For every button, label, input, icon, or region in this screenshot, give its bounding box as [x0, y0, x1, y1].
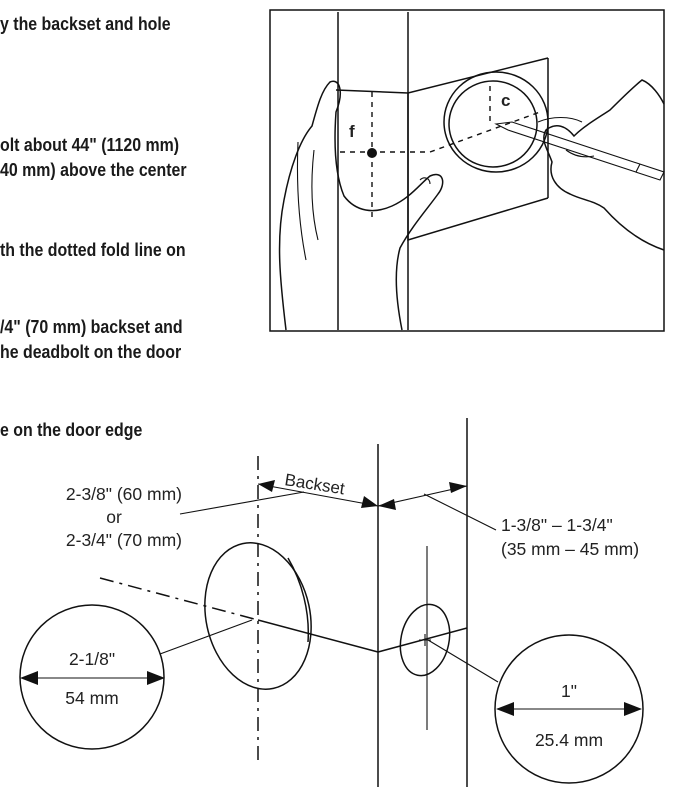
- instruction-line-1: y the backset and hole: [0, 13, 171, 34]
- instruction-line-7: e on the door edge: [0, 419, 143, 440]
- left-hand: [278, 80, 444, 331]
- bore-circle-outer: [443, 71, 549, 173]
- edge-callout-arrow-right: [624, 702, 642, 716]
- backset-dimension-line: [257, 483, 379, 507]
- edge-hole: [399, 603, 451, 677]
- illustration-frame: [269, 9, 665, 332]
- edge-callout-leader: [427, 639, 499, 683]
- right-hand: [543, 79, 665, 251]
- thickness-leader: [423, 493, 497, 531]
- reference-line-mid: [257, 619, 379, 653]
- thickness-line-2: (35 mm – 45 mm): [501, 539, 639, 559]
- backset-option-2: 2-3/4" (70 mm): [66, 530, 182, 550]
- bore-hole-depth: [287, 557, 310, 643]
- backset-arrow-left: [258, 480, 275, 492]
- thickness-arrow-right: [449, 482, 467, 493]
- bore-size-inch: 2-1/8": [69, 649, 115, 669]
- edge-callout-circle: [494, 634, 644, 784]
- bore-size-mm: 54 mm: [65, 688, 118, 708]
- instruction-line-6: he deadbolt on the door: [0, 341, 182, 362]
- bore-callout-leader: [159, 619, 253, 655]
- instruction-line-3: 40 mm) above the center: [0, 159, 187, 180]
- instruction-line-2: olt about 44" (1120 mm): [0, 134, 180, 155]
- bore-hole: [204, 542, 312, 690]
- backset-arrow-right: [361, 496, 378, 508]
- dimension-drawing: Backset 2-3/8" (60 mm) or 2-3/4" (70 mm)…: [19, 418, 644, 787]
- label-f: f: [349, 122, 355, 141]
- backset-leader: [179, 491, 305, 515]
- reference-line-left: [99, 577, 259, 621]
- pencil-icon: [494, 121, 665, 181]
- template-face: [407, 93, 549, 242]
- edge-hole-center: [419, 634, 431, 646]
- backset-or: or: [106, 507, 122, 527]
- thickness-arrow-left: [378, 499, 396, 510]
- edge-callout-arrow-left: [496, 702, 514, 716]
- thickness-line-1: 1-3/8" – 1-3/4": [501, 515, 613, 535]
- edge-size-inch: 1": [561, 681, 577, 701]
- edge-hole-mark: [367, 148, 377, 158]
- bore-callout-arrow-left: [20, 671, 38, 685]
- label-c: c: [501, 91, 510, 110]
- edge-size-mm: 25.4 mm: [535, 730, 603, 750]
- template-illustration: f c: [269, 9, 665, 332]
- instruction-line-4: th the dotted fold line on: [0, 239, 186, 260]
- backset-option-1: 2-3/8" (60 mm): [66, 484, 182, 504]
- bore-callout-arrow-right: [147, 671, 165, 685]
- instruction-line-5: /4" (70 mm) backset and: [0, 316, 183, 337]
- template-center-line: [429, 111, 541, 153]
- bore-callout-circle: [19, 604, 165, 750]
- bore-circle-inner: [448, 80, 538, 168]
